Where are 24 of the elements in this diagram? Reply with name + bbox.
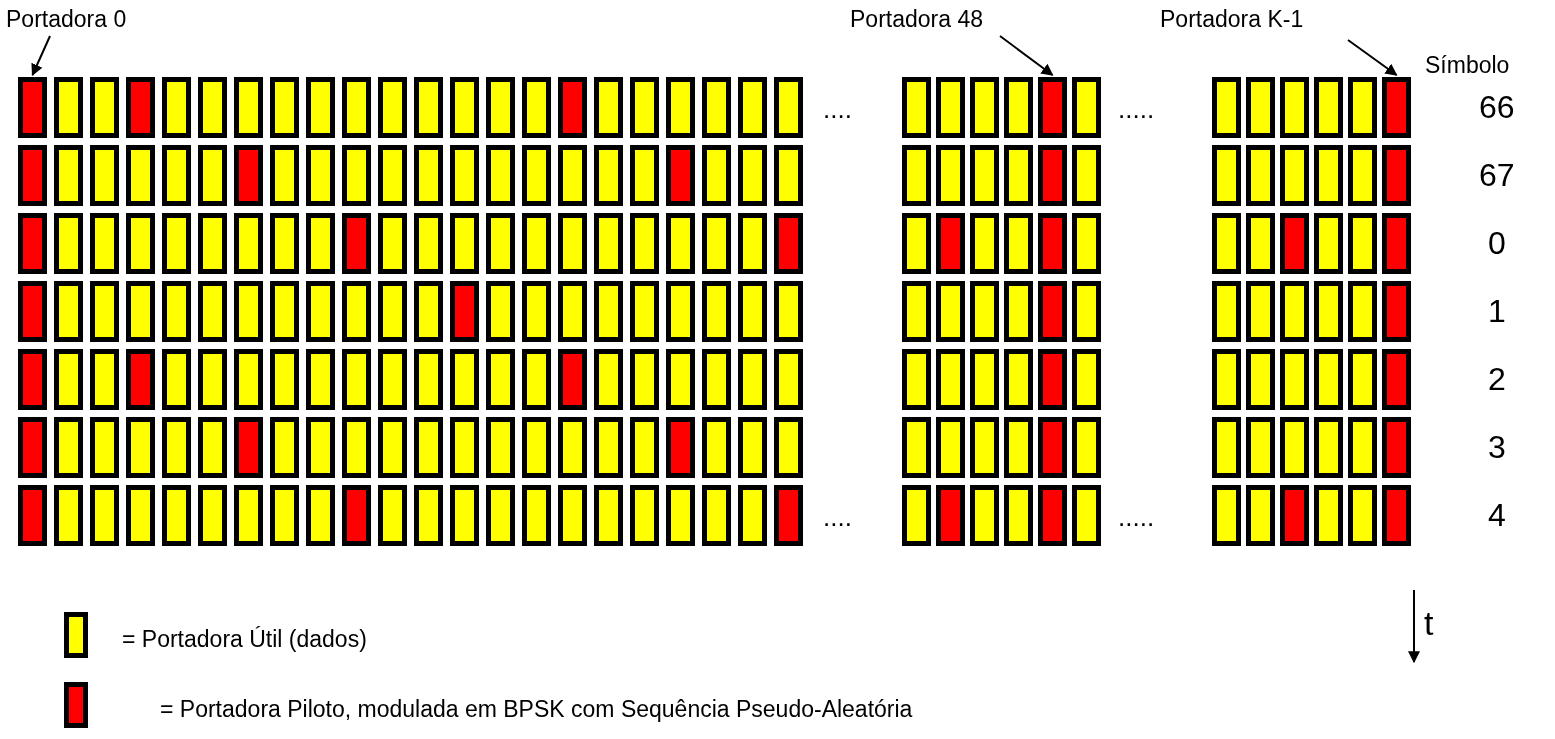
- symbol-number: 1: [1488, 295, 1506, 327]
- symbol-number: 67: [1479, 159, 1515, 191]
- pilot-carrier-cell: [1382, 77, 1411, 138]
- symbol-number: 0: [1488, 227, 1506, 259]
- ellipsis: .....: [1118, 504, 1155, 530]
- ellipsis: .....: [1118, 96, 1155, 122]
- legend-text: = Portadora Útil (dados): [122, 628, 367, 651]
- carrier-label: Portadora 0: [6, 8, 127, 31]
- symbol-number: 4: [1488, 499, 1506, 531]
- leader-line: [999, 35, 1054, 76]
- pilot-carrier-cell: [18, 77, 47, 138]
- axis-label: t: [1424, 606, 1434, 640]
- carrier-label: Portadora 48: [850, 8, 983, 31]
- symbol-number: 66: [1479, 91, 1515, 123]
- ellipsis: ....: [823, 504, 852, 530]
- carrier-label: Portadora K-1: [1160, 8, 1304, 31]
- legend-text: = Portadora Piloto, modulada em BPSK com Sequência Pseudo-Aleatória: [160, 698, 913, 721]
- leader-line: [1347, 39, 1398, 76]
- symbol-number: 3: [1488, 431, 1506, 463]
- pilot-carrier-cell: [1038, 77, 1067, 138]
- leader-line: [31, 35, 51, 77]
- symbol-number: 2: [1488, 363, 1506, 395]
- ellipsis: ....: [823, 96, 852, 122]
- column-heading: Símbolo: [1425, 54, 1510, 77]
